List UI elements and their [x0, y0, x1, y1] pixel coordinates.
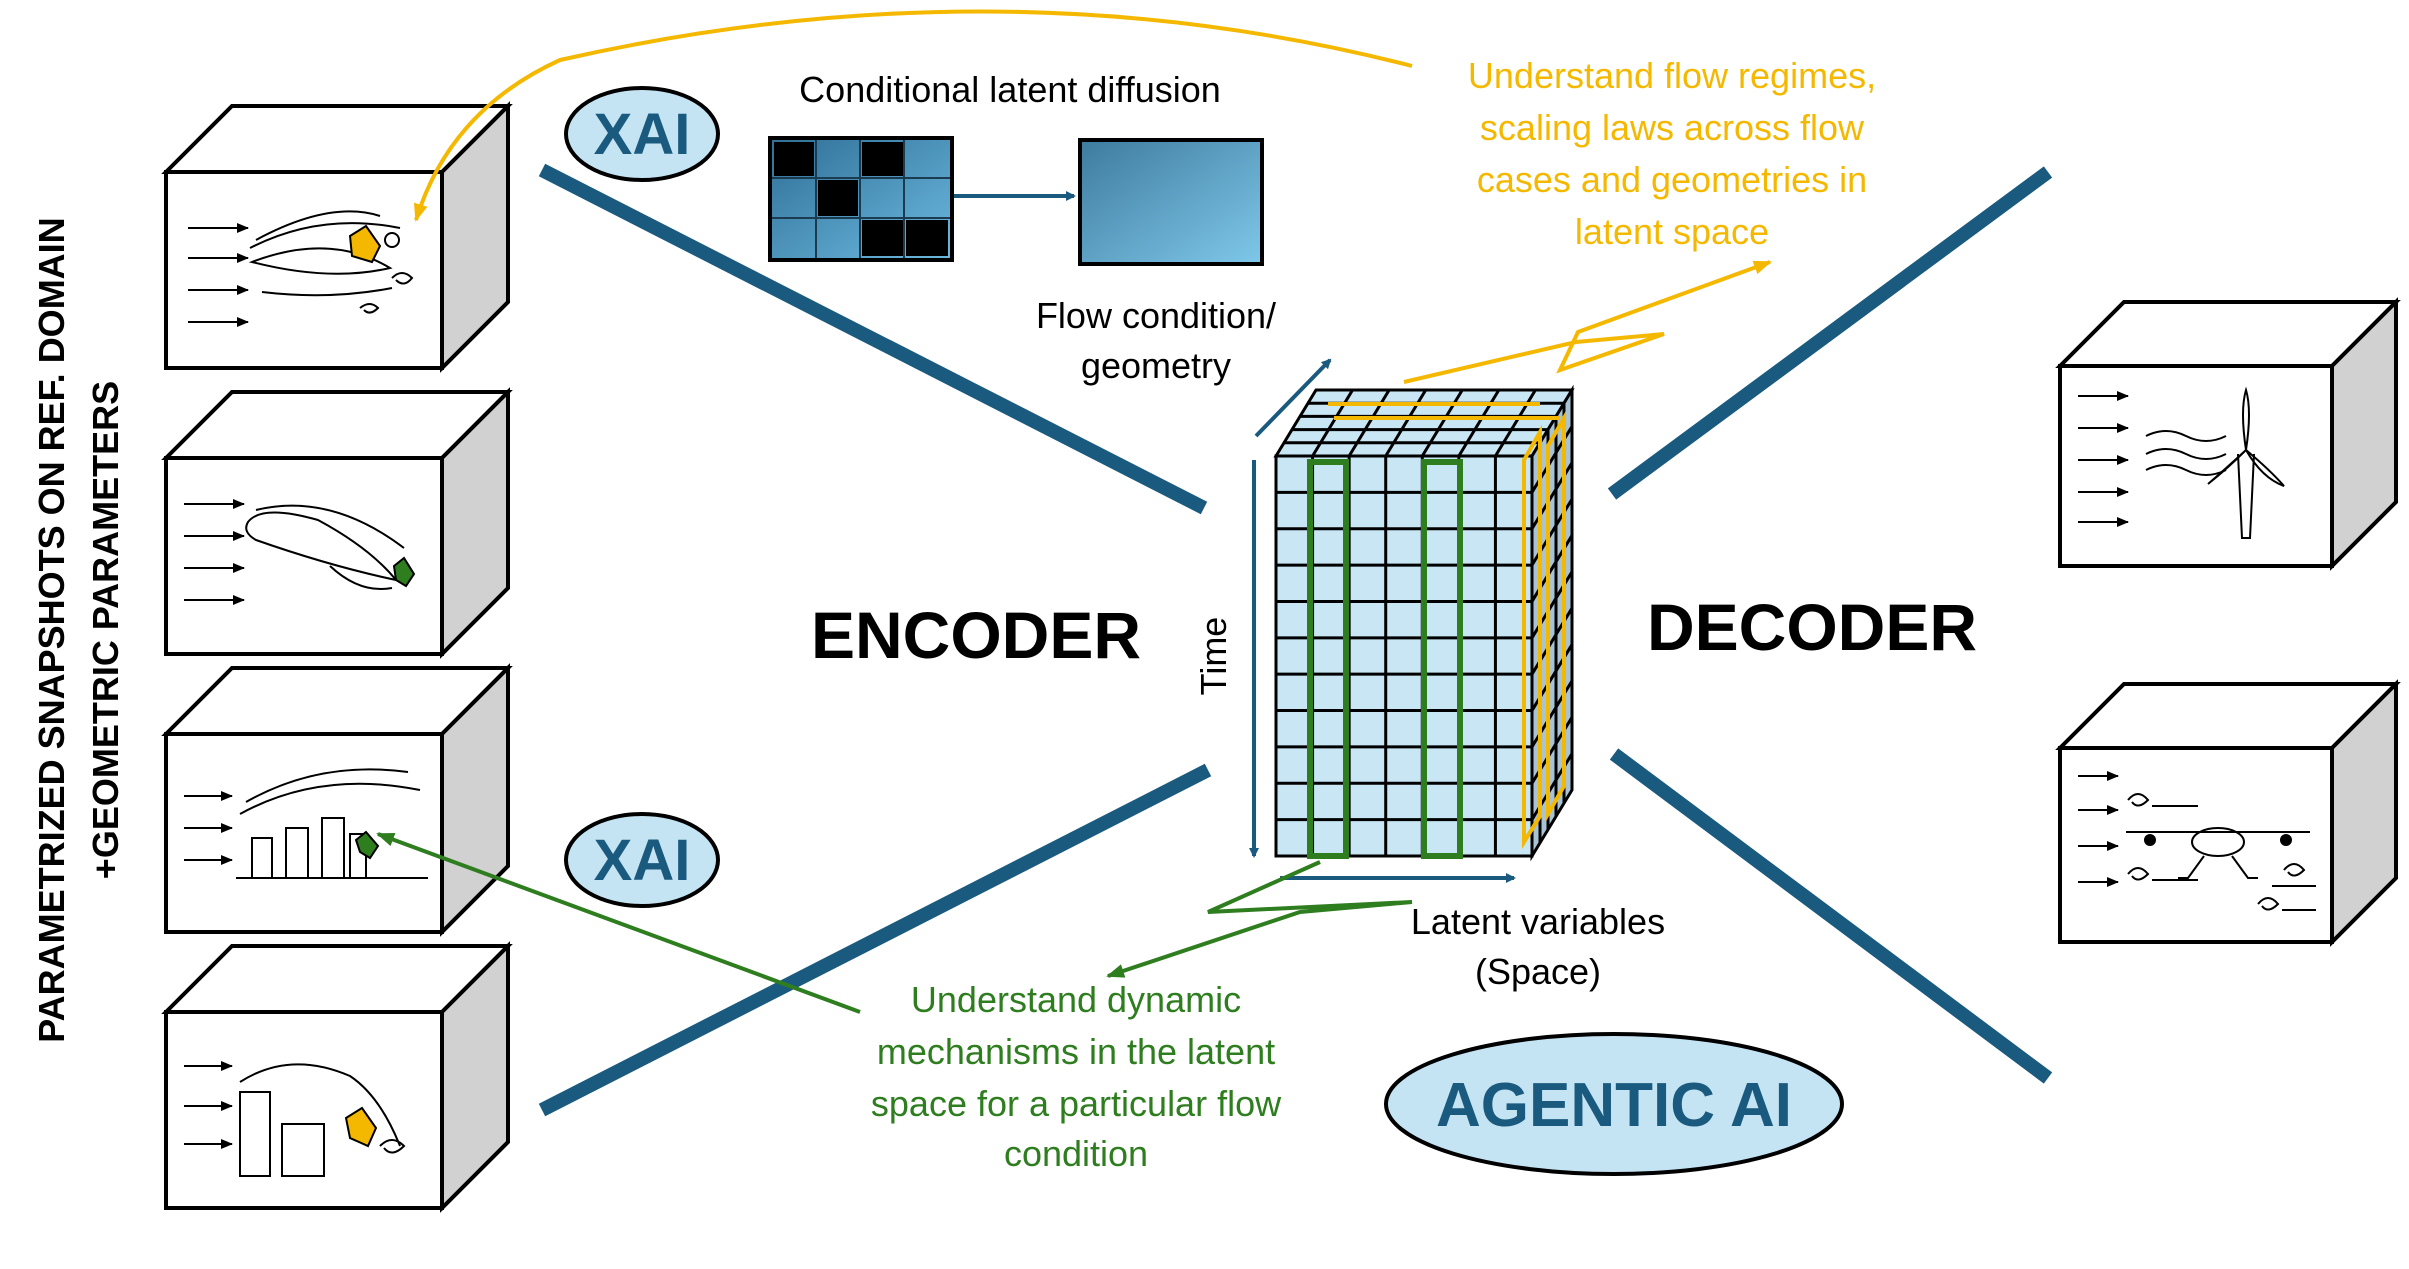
- green-time-column-1: [1307, 459, 1349, 859]
- snapshot-box-3: [161, 663, 513, 937]
- green-note-line-1: Understand dynamic: [911, 979, 1241, 1020]
- yellow-slices: [1328, 402, 1566, 850]
- green-note-line-3: space for a particular flow: [871, 1083, 1282, 1124]
- green-note: Understand dynamic mechanisms in the lat…: [871, 979, 1282, 1174]
- green-time-column-2: [1421, 459, 1463, 859]
- green-highlight-icon: [392, 556, 416, 588]
- yellow-note: Understand flow regimes, scaling laws ac…: [1468, 55, 1876, 252]
- condition-label-1: Flow condition/: [1036, 295, 1276, 336]
- xai-top-text: XAI: [594, 102, 691, 167]
- snapshot-box-1: [161, 101, 513, 373]
- drone-icon: [2078, 771, 2316, 911]
- side-title-line2: +GEOMETRIC PARAMETERS: [85, 381, 126, 879]
- output-box-wind-turbine: [2055, 297, 2401, 571]
- green-note-line-2: mechanisms in the latent: [877, 1031, 1275, 1072]
- drone-rotor-right-icon: [2280, 834, 2292, 846]
- drone-rotor-left-icon: [2144, 834, 2156, 846]
- wind-turbine-icon: [2078, 386, 2285, 539]
- side-title-line1: PARAMETRIZED SNAPSHOTS ON REF. DOMAIN: [31, 217, 72, 1042]
- xai-top-badge: XAI: [564, 86, 720, 182]
- yellow-note-line-3: cases and geometries in: [1477, 159, 1867, 200]
- tall-buildings-icon: [184, 1061, 406, 1177]
- green-note-line-4: condition: [1004, 1133, 1148, 1174]
- green-arrow-to-snapshot: [376, 832, 861, 1014]
- time-label: Time: [1193, 617, 1234, 696]
- geometry-axis: [1254, 358, 1332, 438]
- snapshot-box-4: [161, 941, 513, 1213]
- latent-label-1: Latent variables: [1411, 901, 1665, 942]
- yellow-arrow-from-cube: [1403, 260, 1772, 384]
- yellow-note-line-2: scaling laws across flow: [1480, 107, 1865, 148]
- condition-label-2: geometry: [1081, 345, 1231, 386]
- yellow-arrow-to-snapshot: [414, 9, 1413, 222]
- output-box-drone: [2055, 679, 2401, 947]
- latent-label-2: (Space): [1475, 951, 1601, 992]
- encoder-label: ENCODER: [811, 598, 1141, 672]
- yellow-highlight-icon: [348, 224, 382, 264]
- latent-cube: [1273, 384, 1575, 862]
- yellow-highlight-icon-2: [344, 1106, 378, 1148]
- xai-bottom-text: XAI: [594, 828, 691, 893]
- snapshot-box-2: [161, 387, 513, 659]
- green-highlight-icon-2: [354, 830, 380, 860]
- side-title: PARAMETRIZED SNAPSHOTS ON REF. DOMAIN +G…: [31, 217, 126, 1042]
- green-arrow-from-cube: [1106, 860, 1413, 978]
- agentic-ai-badge: AGENTIC AI: [1384, 1032, 1844, 1176]
- decoder-funnel: [1607, 166, 2053, 1084]
- xai-bottom-badge: XAI: [564, 812, 720, 908]
- buildings-flow-icon: [184, 768, 428, 879]
- noisy-latent-grid: [768, 136, 954, 262]
- yellow-note-line-4: latent space: [1575, 211, 1769, 252]
- decoder-label: DECODER: [1647, 590, 1977, 664]
- diffusion-title: Conditional latent diffusion: [799, 69, 1221, 110]
- airfoil-flow-icon: [188, 210, 414, 327]
- agentic-ai-text: AGENTIC AI: [1436, 1071, 1792, 1140]
- denoised-latent: [1078, 138, 1264, 266]
- encoder-funnel: [538, 163, 1212, 1117]
- yellow-note-line-1: Understand flow regimes,: [1468, 55, 1876, 96]
